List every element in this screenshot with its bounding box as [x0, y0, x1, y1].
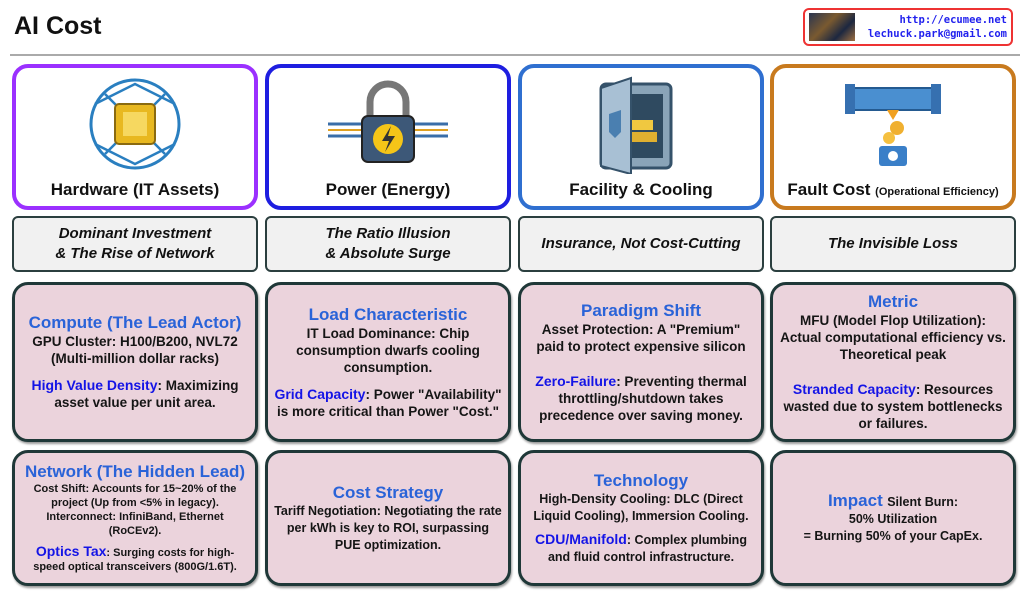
subtitle-line: & The Rise of Network	[55, 245, 215, 262]
card-heading: Impact	[827, 491, 883, 510]
card-key: CDU/Manifold	[535, 530, 627, 547]
card-key: Zero-Failure	[535, 372, 617, 389]
card-cost-strategy: Cost Strategy Tariff Negotiation: Negoti…	[265, 450, 511, 586]
card-heading: Compute (The Lead Actor)	[28, 313, 242, 332]
card-text: Tariff Negotiation: Negotiating the rate…	[274, 503, 502, 552]
card-text: = Burning 50% of your CapEx.	[803, 529, 983, 543]
header-power: Power (Energy)	[265, 64, 511, 210]
subtitle-line: The Ratio Illusion	[325, 225, 451, 242]
header-label: Fault Cost (Operational Efficiency)	[787, 180, 998, 200]
card-key-text: : Surging costs for high-speed optical t…	[33, 547, 237, 573]
divider	[10, 54, 1020, 56]
author-email[interactable]: lechuck.park@gmail.com	[867, 28, 1007, 40]
card-key-text: : Resources wasted due to system bottlen…	[783, 382, 1003, 431]
card-key: High Value Density	[31, 377, 158, 393]
subtitle-line: & Absolute Surge	[325, 245, 451, 262]
card-heading: Metric	[867, 292, 919, 311]
header-label: Power (Energy)	[325, 180, 451, 199]
chip-icon	[89, 78, 181, 170]
card-text: Asset Protection: A "Premium" paid to pr…	[536, 321, 746, 354]
card-heading: Network (The Hidden Lead)	[24, 462, 246, 481]
card-heading: Load Characteristic	[308, 304, 468, 324]
card-heading: Technology	[593, 470, 689, 490]
page-title: AI Cost	[14, 12, 102, 40]
card-paradigm-shift: Paradigm Shift Asset Protection: A "Prem…	[518, 282, 764, 442]
card-key-text: : Maximizing asset value per unit area.	[54, 378, 239, 410]
card-key-text: : Complex plumbing and fluid control inf…	[547, 532, 747, 564]
card-heading-tail: Silent Burn:	[887, 495, 959, 509]
card-heading: Paradigm Shift	[581, 300, 701, 320]
power-lock-icon	[328, 80, 448, 163]
subtitle-line: Dominant Investment	[58, 225, 212, 242]
card-key-text: : Preventing thermal throttling/shutdown…	[539, 373, 747, 423]
card-key: Stranded Capacity	[792, 381, 916, 397]
card-key: Grid Capacity	[274, 385, 366, 402]
card-load-characteristic: Load Characteristic IT Load Dominance: C…	[265, 282, 511, 442]
header-label: Hardware (IT Assets)	[50, 180, 220, 199]
author-url[interactable]: http://ecumee.net	[899, 14, 1007, 26]
card-text: IT Load Dominance: Chip consumption dwar…	[296, 325, 480, 375]
author-thumbnail	[809, 13, 855, 41]
author-badge: http://ecumee.net lechuck.park@gmail.com	[803, 8, 1013, 46]
subtitle-fault-cost: The Invisible Loss	[770, 216, 1016, 272]
subtitle-line: The Invisible Loss	[827, 235, 959, 252]
card-text: Cost Shift: Accounts for 15~20% of the p…	[33, 483, 237, 537]
header-label-small: (Operational Efficiency)	[875, 186, 999, 198]
subtitle-power: The Ratio Illusion & Absolute Surge	[265, 216, 511, 272]
card-key: Optics Tax	[35, 543, 107, 559]
card-compute: Compute (The Lead Actor) GPU Cluster: H1…	[12, 282, 258, 442]
subtitle-line: Insurance, Not Cost-Cutting	[541, 235, 741, 252]
card-heading: Cost Strategy	[332, 482, 444, 502]
subtitle-hardware: Dominant Investment & The Rise of Network	[12, 216, 258, 272]
header-hardware: Hardware (IT Assets)	[12, 64, 258, 210]
card-key-text: : Power "Availability" is more critical …	[276, 386, 502, 419]
header-facility: Facility & Cooling	[518, 64, 764, 210]
header-fault-cost: Fault Cost (Operational Efficiency)	[770, 64, 1016, 210]
card-technology: Technology High-Density Cooling: DLC (Di…	[518, 450, 764, 586]
vault-icon	[599, 76, 673, 174]
header-label: Facility & Cooling	[569, 180, 713, 199]
card-impact: Impact Silent Burn: 50% Utilization = Bu…	[770, 450, 1016, 586]
card-text: High-Density Cooling: DLC (Direct Liquid…	[533, 491, 749, 523]
card-text: MFU (Model Flop Utilization): Actual com…	[780, 313, 1006, 362]
card-text: GPU Cluster: H100/B200, NVL72 (Multi-mil…	[32, 334, 238, 366]
subtitle-facility: Insurance, Not Cost-Cutting	[518, 216, 764, 272]
leaking-pipe-icon	[845, 84, 941, 166]
card-metric: Metric MFU (Model Flop Utilization): Act…	[770, 282, 1016, 442]
card-network: Network (The Hidden Lead) Cost Shift: Ac…	[12, 450, 258, 586]
header-label-main: Fault Cost	[787, 180, 871, 199]
card-text: 50% Utilization	[848, 512, 938, 526]
